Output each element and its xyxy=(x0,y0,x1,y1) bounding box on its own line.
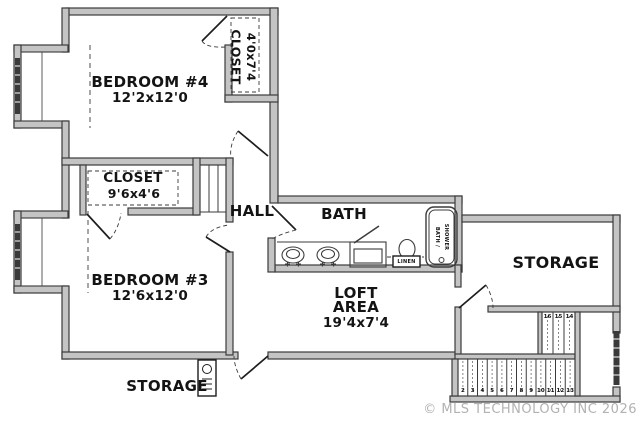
loft-label-line2: AREA xyxy=(332,298,380,316)
loft-label-line1: LOFT xyxy=(334,284,378,302)
loft-dims: 19'4x7'4 xyxy=(322,315,390,331)
stair-numbers-upper: 16 15 14 xyxy=(542,313,575,322)
window-icon xyxy=(15,58,620,385)
bay-window-lines xyxy=(21,51,62,287)
tread-number: 13 xyxy=(566,388,574,394)
bedroom3-label: BEDROOM #3 xyxy=(91,271,209,289)
tread-number: 11 xyxy=(546,388,555,394)
closet4-label: CLOSET xyxy=(228,29,244,85)
bedroom3-dims: 12'6x12'0 xyxy=(111,288,189,304)
hall-label: HALL xyxy=(229,202,275,220)
tread-number: 14 xyxy=(565,314,574,320)
tread-number: 7 xyxy=(509,388,514,394)
sink-icon xyxy=(281,246,305,267)
door-swing-arc xyxy=(109,40,494,380)
door-swing xyxy=(86,15,487,380)
bedroom4-dims: 12'2x12'0 xyxy=(111,90,189,106)
tread-number: 9 xyxy=(529,388,534,394)
closet3-label: CLOSET xyxy=(103,170,163,186)
tread-number: 5 xyxy=(490,388,495,394)
bath-label: BATH xyxy=(321,205,367,223)
linen-cabinet xyxy=(392,255,421,268)
storage-right-label: STORAGE xyxy=(512,253,600,272)
closet3-dims: 9'6x4'6 xyxy=(107,186,161,201)
cabinet-icon xyxy=(349,225,387,268)
tread-number: 16 xyxy=(543,314,552,320)
bathtub-icon xyxy=(425,206,458,268)
linen-label: LINEN xyxy=(397,258,416,265)
sink-icon xyxy=(316,246,340,267)
stairs-lower xyxy=(462,359,571,396)
bedroom4-label: BEDROOM #4 xyxy=(91,73,209,91)
tread-number: 2 xyxy=(460,388,465,394)
tread-number: 8 xyxy=(519,388,524,394)
tread-number: 6 xyxy=(499,388,504,394)
furnace-icon xyxy=(197,359,217,397)
tread-number: 4 xyxy=(480,388,485,394)
tread-number: 12 xyxy=(556,388,565,394)
storage-bottom-label: STORAGE xyxy=(126,377,208,395)
watermark: © MLS TECHNOLOGY INC 2026 xyxy=(423,402,637,417)
stairs-upper xyxy=(547,312,570,354)
tread-number: 10 xyxy=(537,388,545,394)
tub-label-line2: SHOWER xyxy=(443,223,449,251)
tread-number: 3 xyxy=(470,388,475,394)
stair-numbers-lower: 2 3 4 5 6 7 8 9 10 11 12 13 xyxy=(458,387,575,396)
tub-label-line1: BATH / xyxy=(434,226,440,248)
shelf-unit xyxy=(199,164,227,213)
opening-dashes xyxy=(87,45,91,293)
closet-shelf-dashes xyxy=(87,17,260,206)
tread-number: 15 xyxy=(554,314,563,320)
closet4-dims: 4'0x7'4 xyxy=(244,32,258,82)
